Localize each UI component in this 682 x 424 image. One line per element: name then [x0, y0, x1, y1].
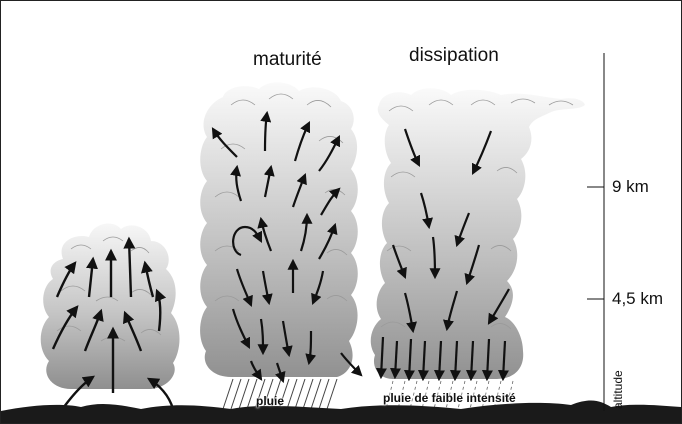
altitude-tick-4-5km: 4,5 km: [612, 289, 663, 309]
rain-label-light: pluie de faible intensité: [383, 391, 516, 405]
altitude-tick-9km: 9 km: [612, 177, 649, 197]
stage-label-dissipation: dissipation: [409, 45, 499, 67]
ground-silhouette: [1, 401, 681, 423]
rain-label-heavy: pluie: [256, 394, 284, 408]
cumulus-cloud: [41, 223, 180, 389]
altitude-axis: [587, 53, 604, 411]
dissipating-cloud: [371, 88, 585, 379]
altitude-axis-title: altitude: [611, 370, 625, 409]
stage-label-maturite: maturité: [253, 49, 322, 71]
